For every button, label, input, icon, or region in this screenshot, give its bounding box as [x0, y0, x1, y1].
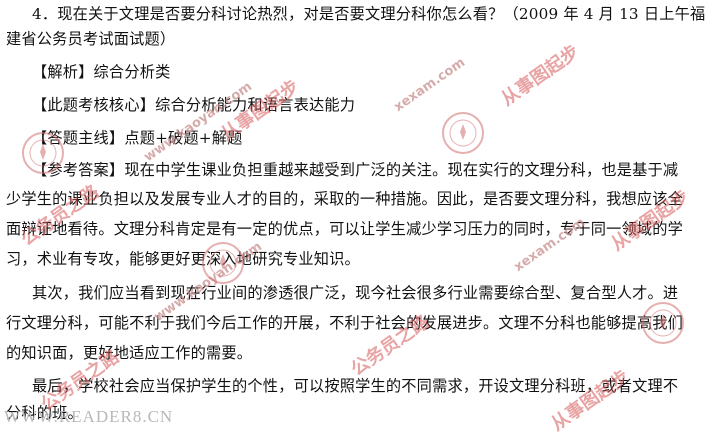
watermark-cn-7: 从事图起步: [547, 366, 634, 436]
third-para-1: 最后，学校社会应当保护学生的个性，可以按照学生的不同需求，开设文理分科班，或者文…: [32, 377, 679, 395]
document-page: 4．现在关于文理是否要分科讨论热烈，对是否要文理分科你怎么看？（2009 年 4…: [4, 5, 706, 435]
watermark-cn-3: 从事图起步: [497, 41, 584, 111]
question-line-2: 建省公务员考试面试题）: [6, 30, 176, 48]
second-para-1: 其次，我们应当看到现在行业间的渗透很广泛，现今社会很多行业需要综合型、复合型人才…: [32, 284, 679, 302]
answer-line-2: 少学生的课业负担以及发展专业人才的目的，采取的一种措施。因此，是否要文理分科，我…: [6, 190, 684, 208]
mainline-line: 【答题主线】点题+破题+解题: [32, 129, 243, 147]
watermark-url-2: xexam.com: [391, 55, 469, 115]
answer-line-1: 【参考答案】现在中学生课业负担重越来越受到广泛的关注。现在实行的文理分科，也是基…: [32, 161, 679, 179]
second-para-2: 行文理分科，可能不利于我们今后工作的开展，不利于社会的发展进步。文理不分科也能够…: [6, 314, 684, 332]
watermark-url-1: www.kaoyan.com: [141, 79, 255, 165]
answer-line-4: 习，术业有专攻，能够更好更深入地研究专业知识。: [6, 250, 360, 268]
seal-stamp-icon: [442, 112, 484, 154]
analysis-line: 【解析】综合分析类: [32, 63, 171, 81]
third-para-2: 分科的班。: [6, 404, 83, 422]
answer-line-3: 面辩证地看待。文理分科肯定是有一定的优点，可以让学生减少学习压力的同时，专于同一…: [6, 220, 684, 238]
question-line-1: 4．现在关于文理是否要分科讨论热烈，对是否要文理分科你怎么看？（2009 年 4…: [32, 5, 706, 23]
second-para-3: 的知识面，更好地适应工作的需要。: [6, 344, 253, 362]
core-line: 【此题考核核心】综合分析能力和语言表达能力: [32, 96, 356, 114]
